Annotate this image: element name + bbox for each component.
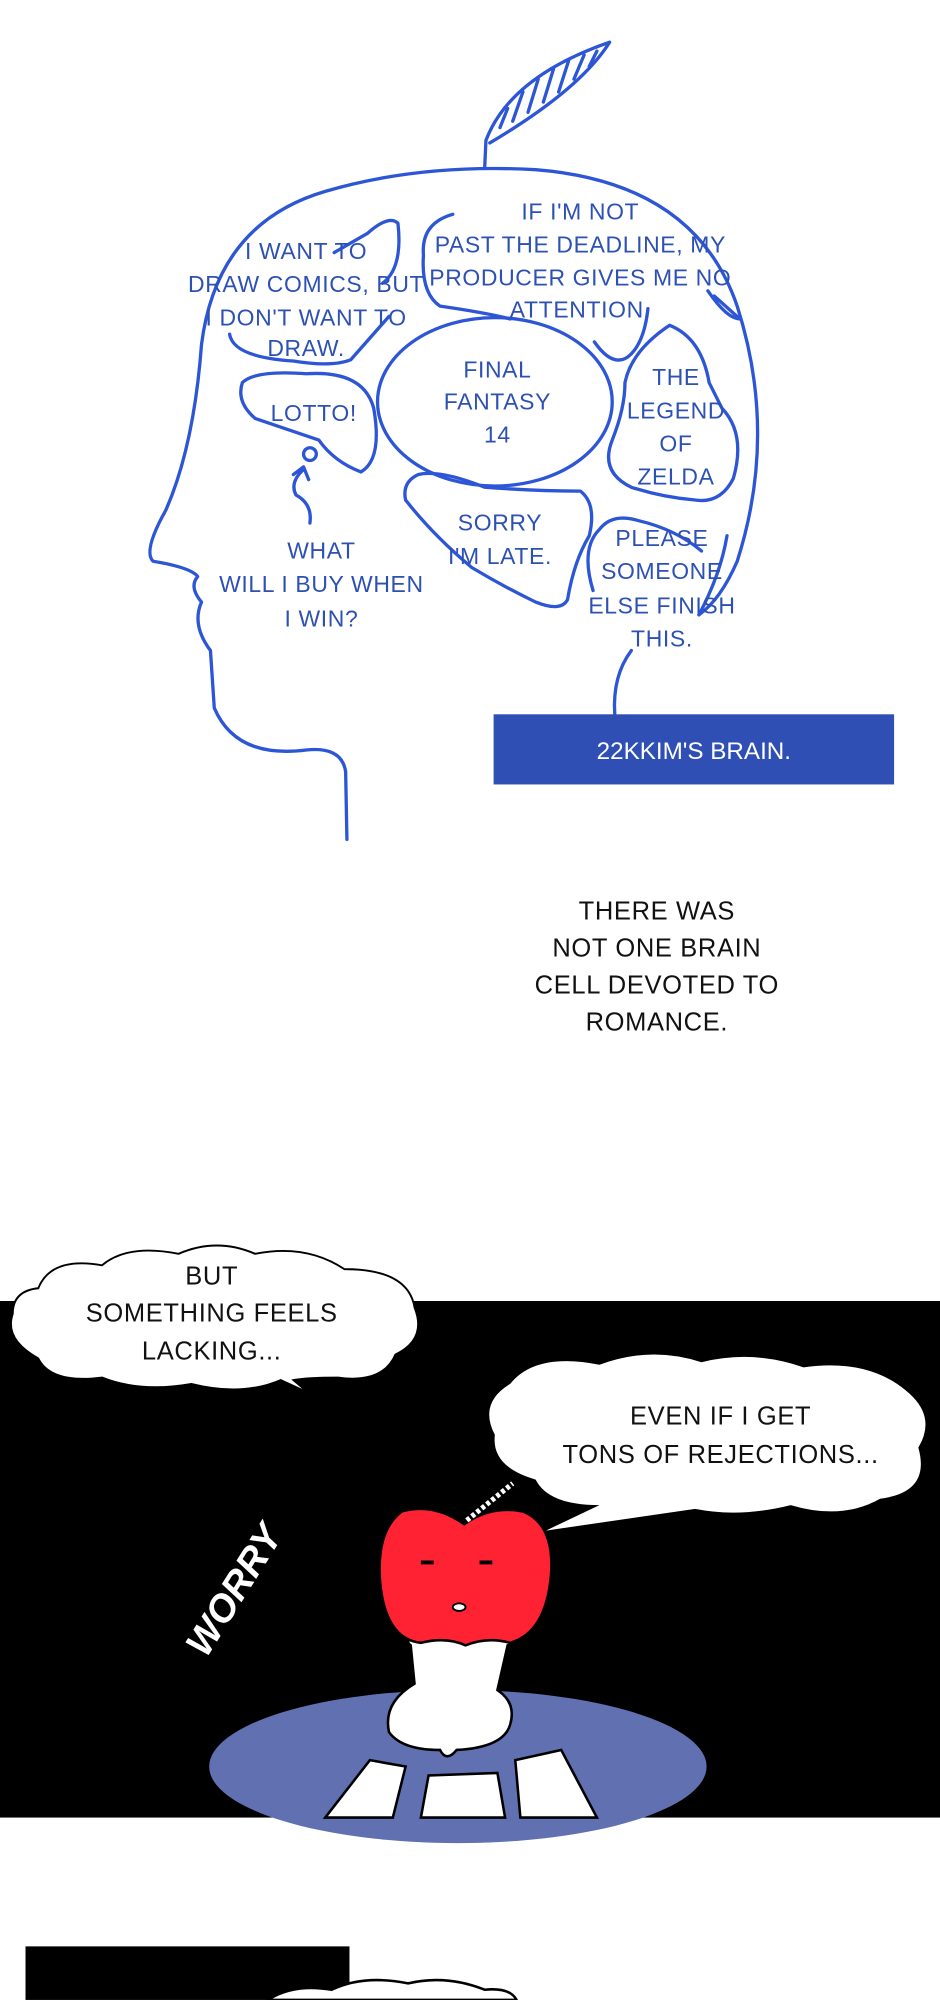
caption-box: [493, 714, 895, 785]
region-text: FINAL: [463, 357, 531, 383]
region-text: THIS.: [631, 626, 693, 652]
bubble-right-line: EVEN IF I GET: [630, 1403, 811, 1431]
narration-line: NOT ONE BRAIN: [552, 935, 761, 963]
bubble-left-line: SOMETHING FEELS: [86, 1299, 338, 1327]
caption-text: 22KKIM'S BRAIN.: [597, 738, 791, 765]
narration-line: THERE WAS: [579, 898, 735, 926]
region-text: WHAT: [287, 538, 355, 564]
region-text: FANTASY: [444, 388, 551, 414]
bubble-left-line: LACKING...: [142, 1338, 282, 1366]
apple-stem: [465, 1481, 515, 1523]
caption-connector: [612, 648, 634, 716]
region-text: I'M LATE.: [448, 543, 552, 569]
region-text: THE: [652, 364, 700, 390]
narration-line: ROMANCE.: [586, 1009, 729, 1037]
region-lotto: [239, 371, 378, 474]
region-what-buy-text: WHAT WILL I BUY WHEN I WIN?: [219, 538, 424, 632]
next-speech-bubble: [265, 1978, 519, 2000]
leaf-stem: [483, 40, 612, 171]
region-zelda-text: THE LEGEND OF ZELDA: [627, 364, 725, 489]
arrow-to-dot: [291, 465, 312, 525]
region-text: PAST THE DEADLINE, MY: [435, 232, 726, 258]
narration: THERE WAS NOT ONE BRAIN CELL DEVOTED TO …: [535, 898, 779, 1037]
head-drawing: [148, 40, 760, 841]
region-text: SOMEONE: [601, 558, 723, 584]
region-draw-comics: [227, 218, 401, 366]
floor-tiles: [322, 1748, 600, 1819]
region-text: ATTENTION.: [510, 297, 651, 323]
region-sorry: [403, 471, 594, 609]
region-sorry-text: SORRY I'M LATE.: [448, 510, 552, 569]
region-zelda: [606, 323, 740, 503]
region-text: I WANT TO: [245, 238, 367, 264]
apple-mouth: [451, 1602, 467, 1612]
head-outline: [148, 166, 760, 841]
region-text: SORRY: [458, 510, 542, 536]
region-text: OF: [659, 431, 692, 457]
region-text: LEGEND: [627, 397, 725, 423]
narration-line: CELL DEVOTED TO: [535, 972, 779, 1000]
region-text: WILL I BUY WHEN: [219, 571, 424, 597]
bubble-right-line: TONS OF REJECTIONS...: [563, 1441, 879, 1469]
region-please-text: PLEASE SOMEONE ELSE FINISH THIS.: [588, 525, 735, 652]
speech-bubble-right: [489, 1354, 926, 1531]
region-final-fantasy: [375, 315, 614, 488]
region-text: PLEASE: [615, 525, 708, 551]
region-text: PRODUCER GIVES ME NO: [429, 265, 731, 291]
region-text: I DON'T WANT TO: [205, 304, 406, 330]
region-text: ZELDA: [637, 464, 714, 490]
region-text: ELSE FINISH: [588, 593, 735, 619]
apple-head: [378, 1507, 553, 1647]
region-text: DRAW.: [267, 335, 345, 361]
bubble-left-line: BUT: [185, 1262, 238, 1290]
region-lotto-text: LOTTO!: [271, 400, 357, 426]
leaf-hatching: [498, 49, 599, 130]
speech-bubble-left: [10, 1244, 420, 1394]
region-text: I WIN?: [284, 605, 358, 631]
region-text: 14: [484, 422, 511, 448]
region-tiny-dot: [301, 446, 318, 463]
region-final-fantasy-text: FINAL FANTASY 14: [444, 357, 551, 448]
region-please: [586, 516, 729, 617]
region-text: IF I'M NOT: [521, 198, 639, 224]
region-draw-comics-text: I WANT TO DRAW COMICS, BUT I DON'T WANT …: [188, 238, 424, 361]
region-deadline-text: IF I'M NOT PAST THE DEADLINE, MY PRODUCE…: [429, 198, 731, 323]
region-text: DRAW COMICS, BUT: [188, 271, 424, 297]
region-deadline: [421, 212, 742, 362]
